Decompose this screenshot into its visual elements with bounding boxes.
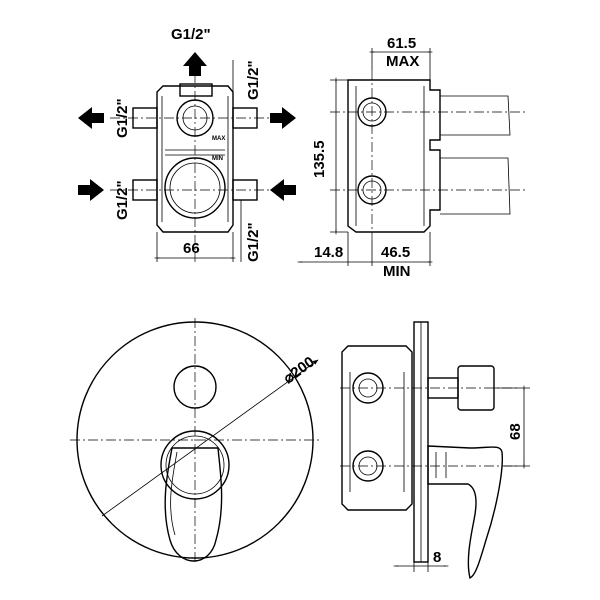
valve-body-side-view xyxy=(297,48,525,266)
dim-min-label: MIN xyxy=(383,263,411,280)
dim-width-66: 66 xyxy=(183,240,200,257)
dim-max-61-5: 61.5 xyxy=(387,35,416,52)
label-g-left-top: G1/2" xyxy=(114,98,131,138)
arrow-right-icon xyxy=(270,107,296,129)
dim-plate-8: 8 xyxy=(433,549,441,566)
assembled-side-view xyxy=(340,321,530,580)
dim-diameter-200: ⌀200 xyxy=(280,353,318,387)
arrow-left-icon xyxy=(78,107,104,129)
body-max-mark: MAX xyxy=(212,136,225,142)
dim-min-46-5: 46.5 xyxy=(381,244,410,261)
body-min-mark: MIN xyxy=(212,156,223,162)
label-g-right-top: G1/2" xyxy=(245,60,262,100)
flow-arrows xyxy=(78,52,296,201)
arrow-in-left-icon xyxy=(78,179,104,201)
label-g-left-bottom: G1/2" xyxy=(114,180,131,220)
label-g-top: G1/2" xyxy=(171,26,211,43)
dim-height-135-5: 135.5 xyxy=(311,140,328,178)
dim-offset-14-8: 14.8 xyxy=(314,244,343,261)
arrow-in-right-icon xyxy=(270,179,296,201)
dim-height-68: 68 xyxy=(507,423,524,440)
dim-max-label: MAX xyxy=(386,53,419,70)
valve-body-front-view: MAX MIN xyxy=(110,55,290,262)
arrow-up-icon xyxy=(183,52,207,76)
cover-plate-front-view xyxy=(70,318,320,565)
label-g-right-bottom: G1/2" xyxy=(245,222,262,262)
